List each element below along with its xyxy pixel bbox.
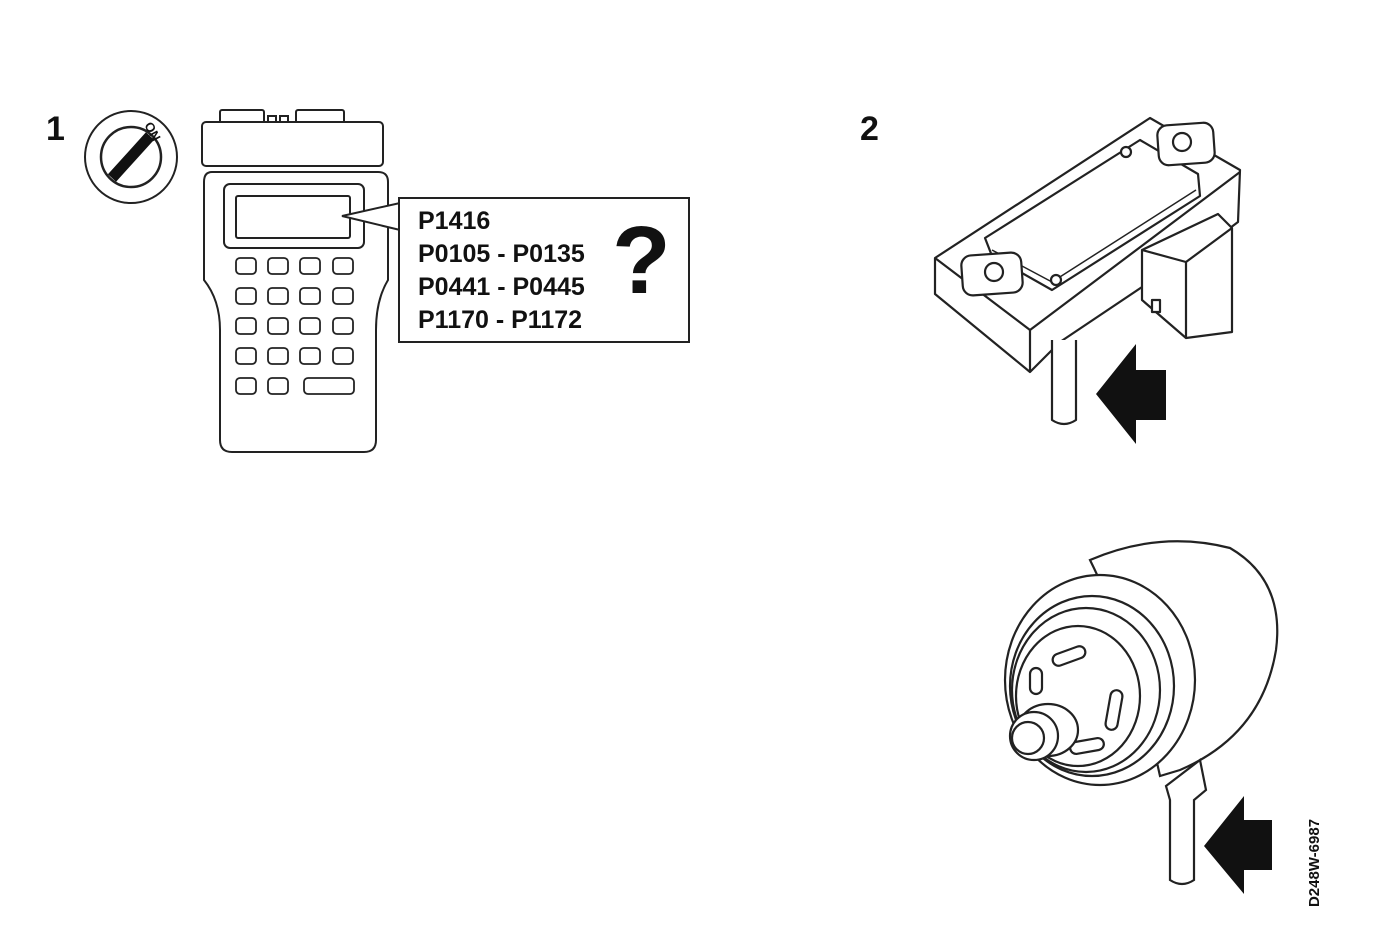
- fault-code-callout: P1416 P0105 - P0135 P0441 - P0445 P1170 …: [398, 197, 690, 343]
- question-mark-icon: ?: [612, 207, 671, 314]
- step-number-2: 2: [860, 110, 879, 148]
- map-sensor-icon: [933, 116, 1242, 426]
- fault-code: P0105 - P0135: [418, 240, 585, 268]
- fault-code: P1416: [418, 207, 491, 235]
- ignition-key-icon: ON: [84, 110, 178, 204]
- figure-id: D248W-6987: [1306, 818, 1323, 908]
- fault-code-list: P1416 P0105 - P0135 P0441 - P0445 P1170 …: [418, 205, 585, 337]
- fault-code: P1170 - P1172: [418, 306, 583, 334]
- arrow-left-icon: [1204, 796, 1272, 894]
- pressure-regulator-icon: [1003, 540, 1279, 886]
- step-number-1: 1: [46, 110, 65, 148]
- scan-tool-icon: [201, 109, 389, 453]
- arrow-left-icon: [1096, 344, 1166, 444]
- fault-code: P0441 - P0445: [418, 273, 585, 301]
